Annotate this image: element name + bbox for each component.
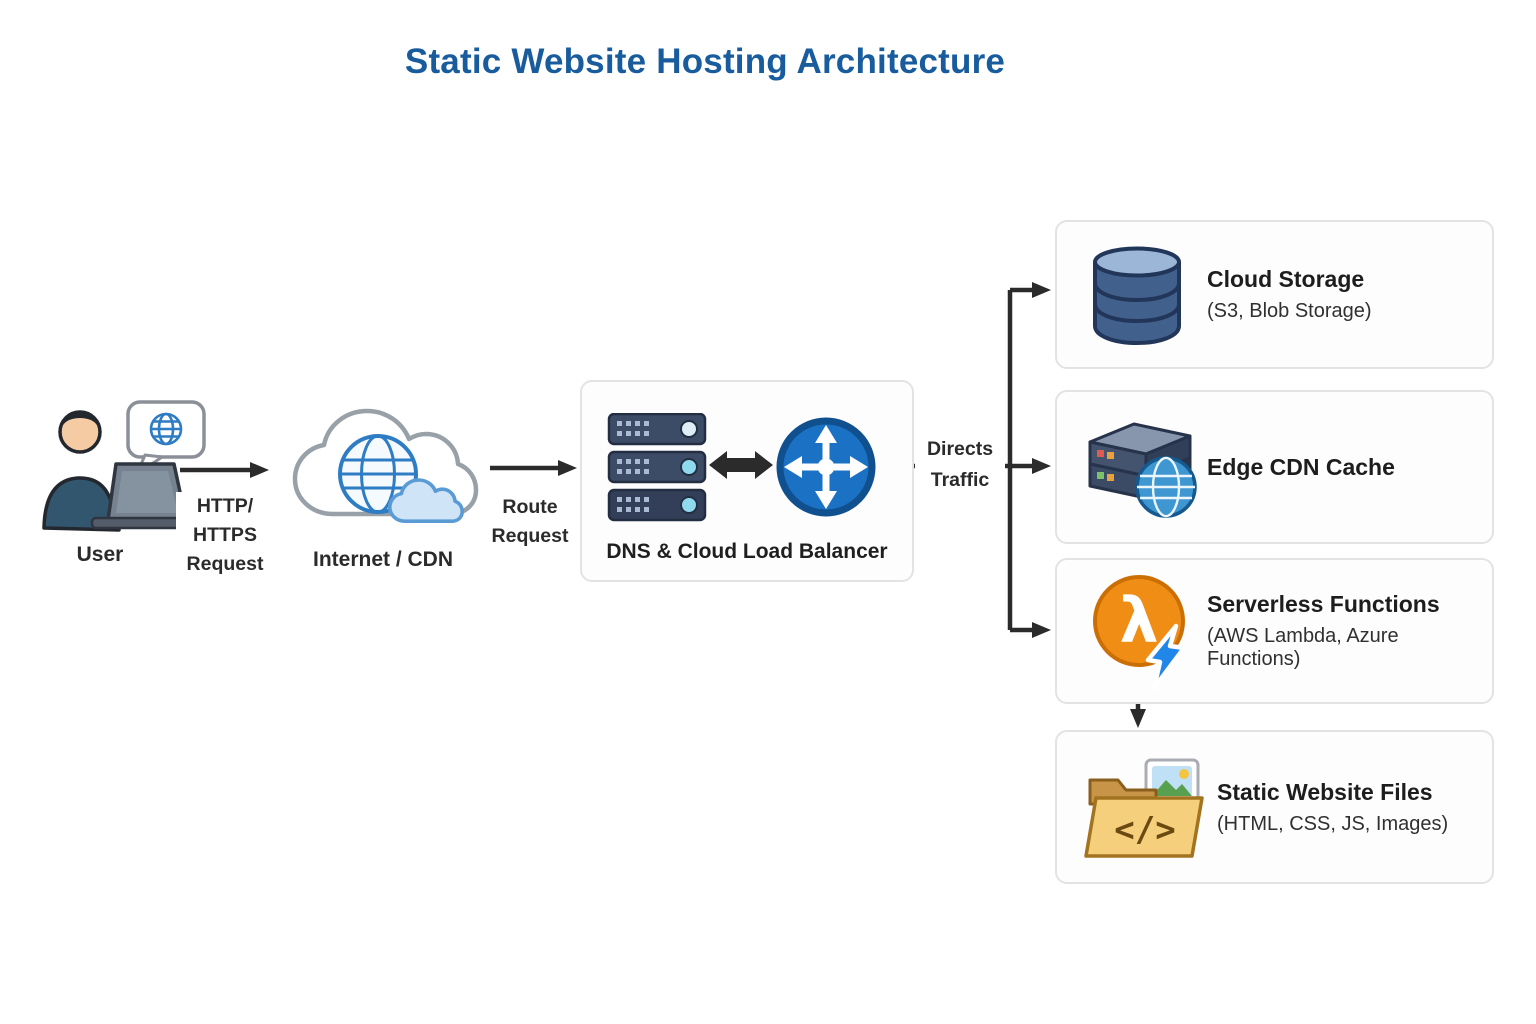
cloud-storage-title: Cloud Storage — [1207, 266, 1365, 292]
page-title: Static Website Hosting Architecture — [404, 42, 1006, 81]
cloud-storage-node: Cloud Storage (S3, Blob Storage) — [1055, 220, 1494, 369]
folder-code-icon: </> — [1084, 758, 1204, 858]
double-arrow-icon — [709, 451, 773, 479]
static-files-subtitle: (HTML, CSS, JS, Images) — [1217, 812, 1449, 835]
edge-cdn-title: Edge CDN Cache — [1207, 453, 1395, 480]
directs-traffic-label: Directs Traffic — [915, 434, 1005, 496]
image-thumbnail-icon — [1144, 758, 1200, 804]
load-balancer-label: DNS & Cloud Load Balancer — [606, 540, 888, 563]
server-stack-icon — [607, 413, 707, 522]
lightning-icon — [1145, 623, 1187, 691]
cloud-storage-subtitle: (S3, Blob Storage) — [1207, 300, 1372, 322]
database-icon — [1093, 246, 1181, 346]
static-files-title: Static Website Files — [1217, 778, 1433, 805]
load-balancer-node: DNS & Cloud Load Balancer — [580, 380, 914, 582]
serverless-title: Serverless Functions — [1207, 591, 1440, 617]
user-at-laptop-icon — [42, 400, 206, 532]
router-icon — [776, 417, 876, 517]
small-cloud-icon — [388, 478, 465, 524]
svg-text:</>: </> — [1114, 810, 1175, 850]
serverless-subtitle: (AWS Lambda, Azure Functions) — [1207, 625, 1399, 670]
static-files-node: </> Static Website Files (HTML, CSS, JS,… — [1055, 730, 1494, 884]
internet-label: Internet / CDN — [312, 548, 453, 571]
svg-text:λ: λ — [1119, 584, 1158, 657]
route-request-label: Route Request — [486, 493, 574, 551]
globe-icon — [338, 434, 418, 514]
serverless-node: λ Serverless Functions (AWS Lambda, Azur… — [1055, 558, 1494, 704]
edge-cdn-node: Edge CDN Cache — [1055, 390, 1494, 544]
cloud-globe-icon — [292, 408, 479, 524]
edge-server-globe-icon — [1088, 422, 1197, 518]
user-label: User — [76, 543, 124, 566]
http-request-label: HTTP/ HTTPS Request — [176, 492, 274, 579]
lambda-lightning-icon: λ — [1093, 575, 1187, 691]
